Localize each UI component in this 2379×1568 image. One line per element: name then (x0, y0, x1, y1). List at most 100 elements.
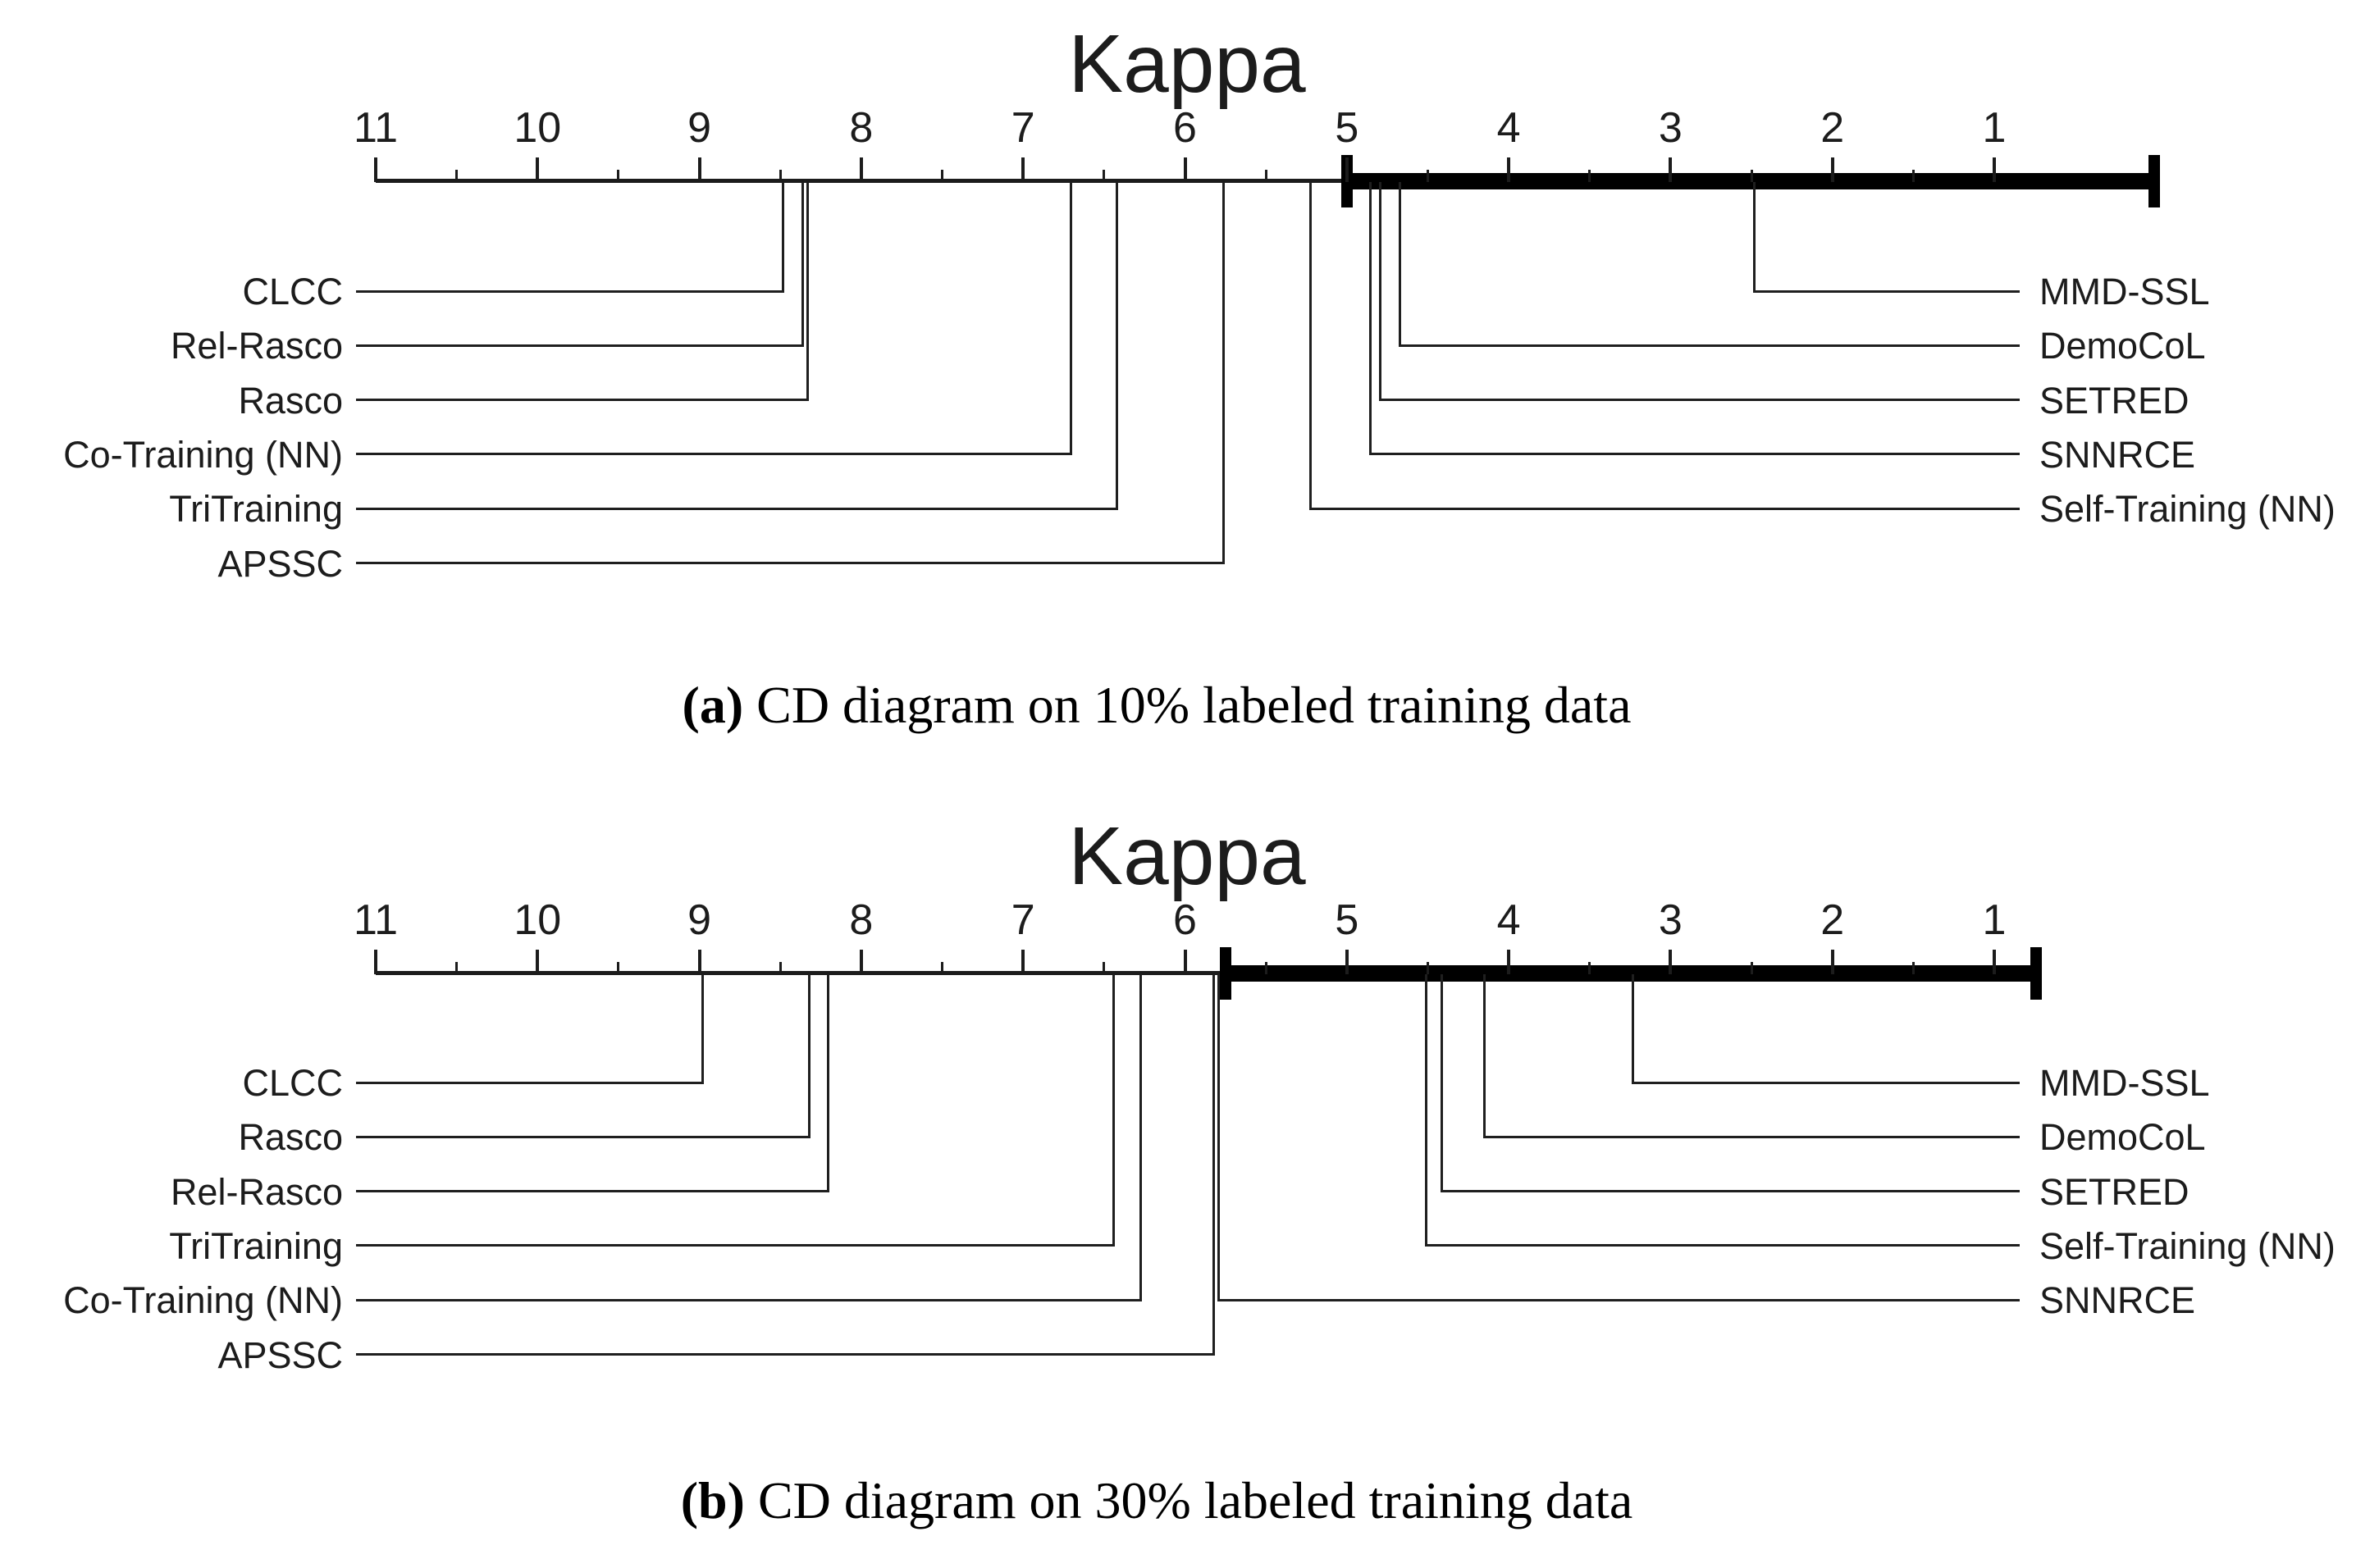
method-line-v (827, 974, 830, 1193)
minor-tick (779, 170, 782, 182)
tick-label: 11 (354, 104, 398, 152)
major-tick (1507, 950, 1511, 974)
tick-label: 5 (1335, 104, 1359, 152)
minor-tick (1750, 170, 1753, 182)
tick-label: 9 (687, 104, 712, 152)
tick-label: 9 (687, 896, 712, 944)
tick-label: 1 (1982, 896, 2007, 944)
minor-tick (617, 170, 620, 182)
tick-label: 11 (354, 896, 398, 944)
method-line-h (1482, 1135, 2020, 1138)
tick-label: 3 (1658, 896, 1683, 944)
method-label: Rasco (238, 1116, 343, 1159)
minor-tick (617, 962, 620, 974)
major-tick (1507, 157, 1511, 182)
minor-tick (1103, 962, 1106, 974)
major-tick (1669, 950, 1673, 974)
minor-tick (1426, 170, 1429, 182)
method-label: Co-Training (NN) (63, 1279, 343, 1322)
method-line-h (1398, 344, 2020, 347)
method-label: APSSC (217, 542, 343, 585)
minor-tick (1750, 962, 1753, 974)
method-label: SNNRCE (2039, 1279, 2196, 1322)
method-label: SETRED (2039, 379, 2190, 422)
method-label: TriTraining (169, 1224, 343, 1267)
caption-b-label: (b) (680, 1471, 745, 1529)
minor-tick (941, 962, 944, 974)
major-tick (1021, 950, 1025, 974)
major-tick (859, 950, 863, 974)
method-line-h (1217, 1298, 2020, 1301)
method-label: CLCC (242, 271, 343, 312)
method-line-v (1482, 974, 1486, 1138)
method-line-v (1112, 974, 1115, 1247)
method-line-h (1379, 399, 2020, 402)
minor-tick (1426, 962, 1429, 974)
method-line-h (356, 1353, 1216, 1356)
major-tick (697, 950, 701, 974)
significance-bar-right-cap (2148, 155, 2161, 207)
tick-label: 8 (849, 896, 874, 944)
tick-label: 6 (1173, 896, 1197, 944)
method-label: Rasco (238, 379, 343, 422)
method-line-v (1217, 974, 1220, 1301)
minor-tick (779, 962, 782, 974)
method-line-v (1753, 182, 1756, 293)
method-line-h (356, 1244, 1115, 1247)
minor-tick (1911, 170, 1915, 182)
method-line-h (356, 289, 785, 293)
method-line-h (1309, 507, 2020, 510)
method-label: Rel-Rasco (170, 1170, 343, 1213)
chart-title: Kappa (1068, 810, 1306, 902)
caption-b: (b) CD diagram on 30% labeled training d… (681, 1475, 1633, 1527)
method-line-v (1441, 974, 1444, 1193)
method-label: Co-Training (NN) (63, 433, 343, 476)
method-line-h (356, 344, 804, 347)
major-tick (1830, 950, 1834, 974)
method-label: Self-Training (NN) (2039, 488, 2336, 531)
method-line-v (782, 182, 785, 293)
method-line-v (1070, 182, 1073, 456)
method-line-h (356, 1298, 1143, 1301)
method-line-h (1632, 1081, 2020, 1084)
method-line-v (1424, 974, 1427, 1247)
rank-axis-line (376, 971, 1998, 975)
method-line-v (1139, 974, 1143, 1301)
minor-tick (1264, 170, 1267, 182)
method-line-v (806, 182, 809, 402)
method-label: DemoCoL (2039, 325, 2206, 367)
method-label: TriTraining (169, 488, 343, 531)
tick-label: 7 (1011, 104, 1035, 152)
method-line-h (1441, 1190, 2020, 1193)
method-line-h (1753, 289, 2020, 293)
method-line-v (1369, 182, 1372, 456)
method-label: DemoCoL (2039, 1116, 2206, 1159)
tick-label: 6 (1173, 104, 1197, 152)
minor-tick (1588, 170, 1591, 182)
major-tick (1021, 157, 1025, 182)
major-tick (1669, 157, 1673, 182)
rank-axis-line (376, 179, 1998, 183)
major-tick (536, 950, 540, 974)
method-line-h (1424, 1244, 2020, 1247)
major-tick (1993, 950, 1996, 974)
method-line-v (807, 974, 811, 1138)
method-label: APSSC (217, 1333, 343, 1376)
method-line-h (356, 453, 1073, 456)
tick-label: 7 (1011, 896, 1035, 944)
major-tick (1183, 157, 1187, 182)
caption-a-text: CD diagram on 10% labeled training data (756, 676, 1632, 734)
major-tick (374, 950, 377, 974)
method-label: MMD-SSL (2039, 271, 2210, 312)
method-line-v (1221, 182, 1225, 564)
minor-tick (455, 962, 459, 974)
method-label: SETRED (2039, 1170, 2190, 1213)
method-line-h (356, 1135, 811, 1138)
minor-tick (1588, 962, 1591, 974)
major-tick (374, 157, 377, 182)
minor-tick (455, 170, 459, 182)
caption-a-label: (a) (682, 676, 744, 734)
tick-label: 5 (1335, 896, 1359, 944)
major-tick (1830, 157, 1834, 182)
